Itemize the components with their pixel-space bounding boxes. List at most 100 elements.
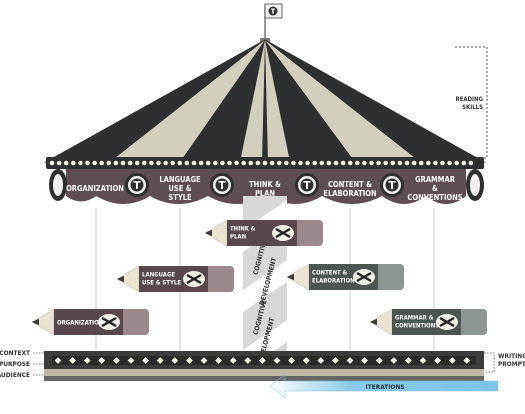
- canopy-light: [78, 160, 83, 166]
- pencil-flag-icon: [268, 6, 278, 16]
- canopy-light: [92, 160, 97, 166]
- pencil-grammar-conventions: GRAMMAR &CONVENTIONS: [369, 308, 487, 336]
- platform-light: [171, 357, 179, 364]
- canopy-light: [49, 160, 55, 166]
- segment-organization: ORGANIZATION: [66, 184, 124, 193]
- segment-content-elaboration: CONTENT &ELABORATION: [323, 180, 377, 198]
- crossed-pencils-icon: [272, 225, 294, 241]
- canopy-light: [241, 160, 246, 166]
- platform-light: [463, 357, 471, 364]
- canopy-light: [312, 160, 318, 166]
- canopy-light: [113, 160, 119, 166]
- canopy-light: [426, 160, 431, 166]
- canopy-light: [347, 160, 353, 166]
- pencil-label: CONTENT &ELABORATION: [312, 270, 355, 285]
- canopy-light: [170, 160, 175, 166]
- canopy-light: [156, 160, 161, 166]
- canopy-light: [369, 160, 374, 166]
- canopy-valance: [49, 169, 484, 204]
- platform-light: [361, 357, 368, 364]
- canopy-light: [461, 160, 467, 166]
- canopy-light: [276, 160, 282, 166]
- platform-light: [156, 357, 164, 364]
- pencil-content-elaboration: CONTENT &ELABORATION: [286, 263, 404, 291]
- pencil-emblem-icon: [125, 173, 149, 197]
- canopy-light: [149, 160, 154, 166]
- platform-lights: [54, 357, 471, 364]
- left-labels: CONTEXT PURPOSE AUDIENCE: [0, 349, 44, 379]
- platform-light: [288, 357, 295, 364]
- iterations-label: ITERATIONS: [366, 383, 405, 391]
- segment-think-plan: THINK &PLAN: [249, 180, 281, 198]
- pencil-emblem-icon: [210, 173, 234, 197]
- pencil-emblem-icon: [295, 173, 319, 197]
- iterations-arrow: ITERATIONS: [269, 373, 499, 399]
- carousel-platform: [44, 351, 484, 381]
- canopy-light: [163, 160, 168, 166]
- platform-light: [186, 357, 193, 364]
- canopy-light: [390, 160, 396, 166]
- crossed-pencils-icon: [98, 314, 120, 330]
- canopy-light: [355, 160, 360, 166]
- canopy-light: [127, 160, 133, 166]
- crossed-pencils-icon: [436, 314, 458, 330]
- platform-light: [390, 357, 398, 364]
- platform-light: [127, 357, 135, 364]
- canopy-light: [198, 160, 204, 166]
- platform-light: [405, 357, 412, 364]
- canopy-light: [262, 160, 268, 166]
- platform-light: [200, 357, 208, 364]
- canopy-light: [333, 160, 339, 166]
- platform-light: [69, 357, 76, 364]
- canopy-light: [85, 160, 90, 166]
- platform-light: [317, 357, 325, 364]
- segment-grammar-conventions: GRAMMAR&CONVENTIONS: [407, 175, 462, 202]
- canopy-light: [468, 160, 474, 166]
- canopy-light: [340, 160, 346, 166]
- platform-light: [244, 357, 252, 364]
- canopy-light: [376, 160, 381, 166]
- canopy-light: [454, 160, 460, 166]
- audience-label: AUDIENCE: [0, 371, 30, 379]
- pencil-organization: ORGANIZATION: [31, 308, 149, 336]
- canopy-emblems: [125, 173, 404, 197]
- canopy-light: [418, 160, 424, 166]
- crossed-pencils-icon: [183, 271, 205, 287]
- platform-light: [259, 357, 266, 364]
- platform-light: [113, 357, 120, 364]
- canopy-light: [284, 160, 289, 166]
- canopy-light: [120, 160, 126, 166]
- canopy-light: [269, 160, 275, 166]
- platform-light: [229, 357, 237, 364]
- canopy-light: [106, 160, 112, 166]
- platform-light: [98, 357, 106, 364]
- canopy-light: [234, 160, 239, 166]
- platform-light: [273, 357, 281, 364]
- canopy-light: [142, 160, 147, 166]
- platform-light: [346, 357, 354, 364]
- canopy-light: [191, 160, 197, 166]
- canopy-lights: [49, 160, 474, 166]
- canopy-light: [383, 160, 389, 166]
- canopy-light: [248, 160, 254, 166]
- platform-light: [434, 357, 441, 364]
- canopy-light: [404, 160, 410, 166]
- canopy-light: [177, 160, 183, 166]
- canopy-light: [205, 160, 211, 166]
- platform-light: [215, 357, 222, 364]
- canopy-light: [305, 160, 310, 166]
- canopy-light: [99, 160, 104, 166]
- canopy-light: [184, 160, 190, 166]
- canopy-light: [255, 160, 261, 166]
- context-label: CONTEXT: [0, 349, 30, 357]
